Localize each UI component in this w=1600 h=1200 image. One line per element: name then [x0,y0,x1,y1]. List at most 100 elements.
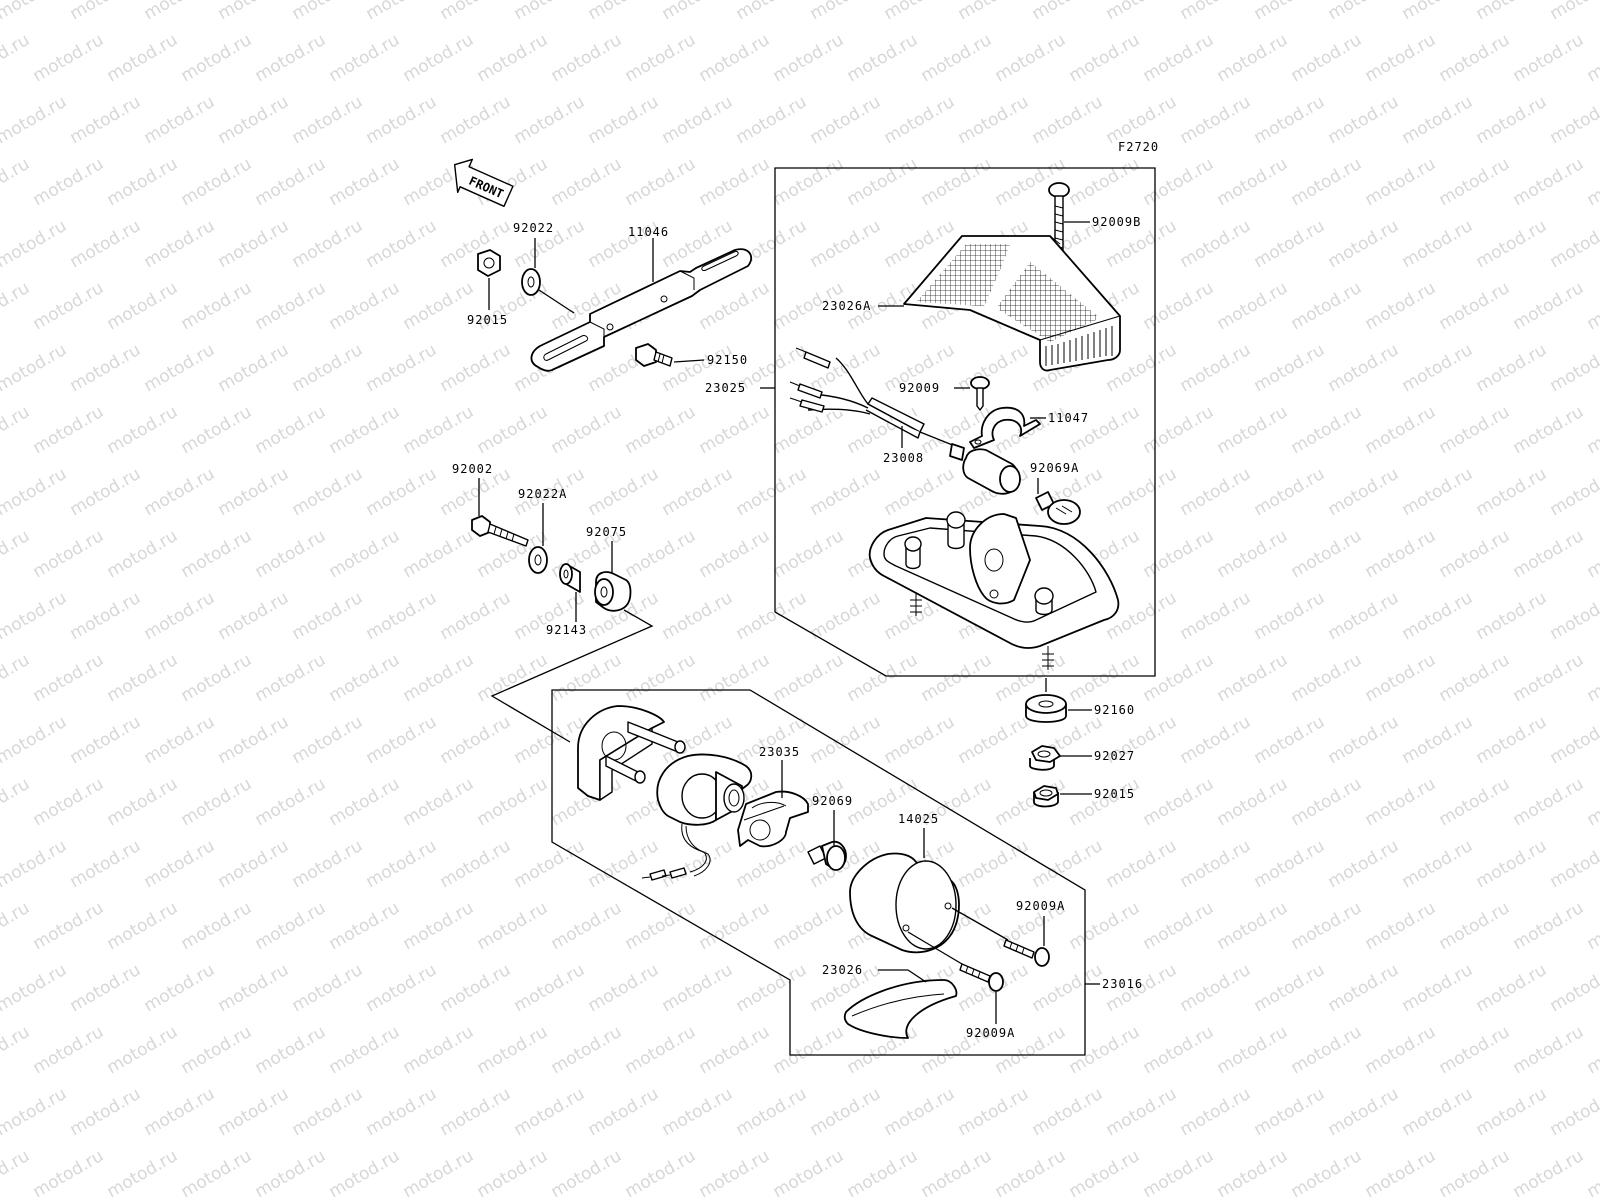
watermark-text: motod.ru [1362,402,1440,458]
watermark-text: motod.ru [67,1084,145,1140]
watermark-text: motod.ru [67,836,145,892]
watermark-text: motod.ru [30,1146,108,1200]
watermark-text: motod.ru [807,712,885,768]
label-23035: 23035 [759,745,800,759]
label-11046: 11046 [628,225,669,239]
watermark-text: motod.ru [141,464,219,520]
watermark-text: motod.ru [30,154,108,210]
watermark-text: motod.ru [1473,588,1551,644]
watermark-text: motod.ru [141,588,219,644]
watermark-text: motod.ru [437,340,515,396]
label-14025: 14025 [898,812,939,826]
watermark-text: motod.ru [363,588,441,644]
watermark-text: motod.ru [659,92,737,148]
watermark-text: motod.ru [770,1146,848,1200]
label-92069A: 92069A [1030,461,1079,475]
watermark-text: motod.ru [1510,1022,1588,1078]
watermark-text: motod.ru [696,402,774,458]
label-92075: 92075 [586,525,627,539]
watermark-text: motod.ru [215,464,293,520]
watermark-text: motod.ru [1066,898,1144,954]
watermark-text: motod.ru [1473,92,1551,148]
watermark-text: motod.ru [1473,340,1551,396]
watermark-text: motod.ru [141,92,219,148]
watermark-text: motod.ru [881,0,959,24]
watermark-text: motod.ru [1066,1146,1144,1200]
watermark-text: motod.ru [1251,464,1329,520]
label-92015-lower: 92015 [1094,787,1135,801]
watermark-text: motod.ru [844,30,922,86]
screw-92009-icon [970,376,990,411]
watermark-text: motod.ru [1103,1084,1181,1140]
watermark-text: motod.ru [1436,154,1514,210]
watermark-text: motod.ru [215,960,293,1016]
label-92009: 92009 [899,381,940,395]
watermark-text: motod.ru [0,0,70,24]
watermark-text: motod.ru [1547,92,1600,148]
watermark-text: motod.ru [437,960,515,1016]
watermark-text: motod.ru [437,92,515,148]
watermark-text: motod.ru [363,836,441,892]
watermark-text: motod.ru [1510,1146,1588,1200]
watermark-text: motod.ru [1547,712,1600,768]
watermark-text: motod.ru [770,1022,848,1078]
watermark-text: motod.ru [0,340,70,396]
watermark-text: motod.ru [992,1146,1070,1200]
watermark-text: motod.ru [1584,278,1600,334]
watermark-text: motod.ru [511,1084,589,1140]
watermark-text: motod.ru [1066,154,1144,210]
label-23008: 23008 [883,451,924,465]
label-92022: 92022 [513,221,554,235]
bulb-socket-icon [641,753,753,881]
watermark-text: motod.ru [363,340,441,396]
watermark-text: motod.ru [1436,1146,1514,1200]
watermark-text: motod.ru [1214,1022,1292,1078]
watermark-text: motod.ru [400,30,478,86]
watermark-text: motod.ru [104,30,182,86]
watermark-text: motod.ru [1214,526,1292,582]
watermark-text: motod.ru [1362,650,1440,706]
watermark-text: motod.ru [1547,588,1600,644]
watermark-text: motod.ru [104,1146,182,1200]
watermark-text: motod.ru [1140,402,1218,458]
watermark-text: motod.ru [918,1146,996,1200]
watermark-text: motod.ru [807,464,885,520]
watermark-text: motod.ru [1473,960,1551,1016]
label-92009A-lower: 92009A [966,1026,1015,1040]
watermark-text: motod.ru [1214,402,1292,458]
watermark-text: motod.ru [1436,774,1514,830]
watermark-text: motod.ru [585,0,663,24]
watermark-text: motod.ru [289,340,367,396]
watermark-text: motod.ru [585,464,663,520]
watermark-text: motod.ru [289,0,367,24]
watermark-text: motod.ru [30,1022,108,1078]
bolt-92150-icon [635,343,673,367]
watermark-text: motod.ru [1473,1084,1551,1140]
watermark-text: motod.ru [1214,774,1292,830]
watermark-text: motod.ru [437,712,515,768]
watermark-text: motod.ru [1362,1022,1440,1078]
watermark-text: motod.ru [1177,0,1255,24]
watermark-text: motod.ru [1399,836,1477,892]
watermark-text: motod.ru [1214,30,1292,86]
watermark-text: motod.ru [141,836,219,892]
watermark-text: motod.ru [1510,402,1588,458]
watermark-text: motod.ru [881,1084,959,1140]
watermark-text: motod.ru [67,216,145,272]
watermark-text: motod.ru [770,30,848,86]
watermark-text: motod.ru [1547,340,1600,396]
watermark-text: motod.ru [1140,526,1218,582]
watermark-text: motod.ru [30,30,108,86]
screw-92002-icon [471,515,529,547]
watermark-text: motod.ru [733,1084,811,1140]
watermark-text: motod.ru [326,1146,404,1200]
watermark-text: motod.ru [30,650,108,706]
watermark-text: motod.ru [178,774,256,830]
lens-23026-icon [843,979,958,1039]
watermark-text: motod.ru [1547,960,1600,1016]
watermark-text: motod.ru [141,960,219,1016]
watermark-text: motod.ru [1399,464,1477,520]
watermark-text: motod.ru [0,650,33,706]
watermark-text: motod.ru [511,92,589,148]
watermark-text: motod.ru [1547,1084,1600,1140]
